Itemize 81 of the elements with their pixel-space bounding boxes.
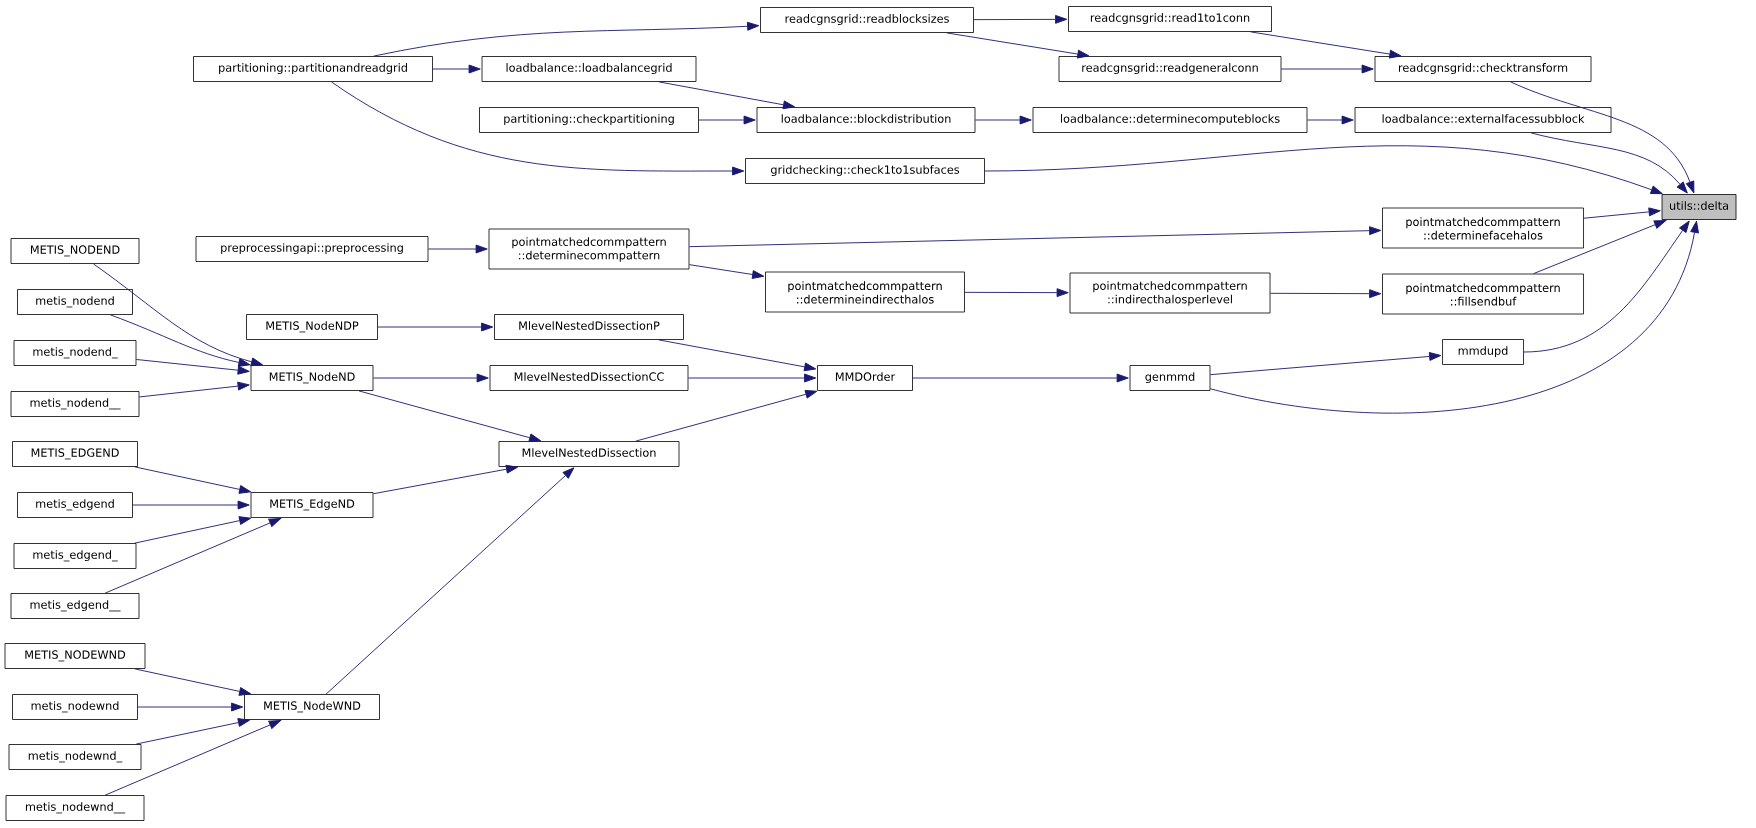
arrow: [688, 226, 1382, 248]
function-box: genmmd: [1129, 365, 1211, 391]
arrow: [427, 244, 488, 254]
arrow: [135, 359, 250, 375]
function-box: metis_nodend__: [10, 391, 140, 417]
arrow: [377, 322, 494, 332]
arrow: [1583, 207, 1661, 219]
arrow: [134, 516, 252, 544]
arrow: [964, 288, 1069, 298]
arrow: [137, 702, 244, 712]
arrow: [1250, 31, 1402, 59]
function-box: preprocessingapi::preprocessing: [195, 236, 429, 262]
arrow: [658, 339, 817, 372]
arrow: [110, 314, 251, 367]
arrow: [1209, 352, 1442, 376]
function-box: METIS_NodeNDP: [246, 314, 378, 340]
function-box: pointmatchedcommpattern ::determinefacehalos: [1382, 207, 1584, 249]
function-box: metis_nodewnd: [12, 694, 138, 720]
arrow: [134, 668, 252, 696]
function-box: pointmatchedcommpattern ::determinecommpattern: [488, 228, 690, 270]
function-box: MlevelNestedDissectionP: [494, 314, 684, 340]
function-box: pointmatchedcommpattern ::indirecthalosperlevel: [1069, 272, 1271, 314]
arrow: [974, 115, 1032, 125]
arrow: [635, 389, 818, 442]
function-box: pointmatchedcommpattern ::fillsendbuf: [1382, 273, 1584, 315]
arrow: [973, 14, 1068, 24]
function-box: METIS_NodeWND: [244, 694, 380, 720]
function-box: metis_edgend_: [13, 543, 137, 569]
function-box: metis_nodend_: [13, 340, 137, 366]
arrow: [1209, 220, 1699, 414]
function-box: loadbalance::determinecomputeblocks: [1032, 107, 1308, 133]
function-box: readcgnsgrid::read1to1conn: [1068, 6, 1272, 32]
arrow: [325, 467, 575, 695]
arrow: [132, 500, 250, 510]
function-box: MMDOrder: [817, 365, 913, 391]
function-box: MlevelNestedDissection: [498, 441, 680, 467]
arrow: [372, 373, 489, 383]
function-box: partitioning::partitionandreadgrid: [193, 56, 433, 82]
function-box: readcgnsgrid::readgeneralconn: [1058, 56, 1282, 82]
arrow: [1269, 289, 1382, 299]
arrow: [946, 32, 1090, 59]
function-box: readcgnsgrid::readblocksizes: [760, 7, 974, 33]
function-box: metis_nodewnd__: [5, 795, 145, 821]
function-box: partitioning::checkpartitioning: [479, 107, 699, 133]
arrow: [372, 464, 519, 495]
arrow: [135, 718, 250, 745]
arrow: [658, 81, 796, 110]
function-box: loadbalance::blockdistribution: [756, 107, 976, 133]
function-box: MlevelNestedDissectionCC: [489, 365, 689, 391]
arrow: [698, 115, 756, 125]
highlighted-function-box: utils::delta: [1661, 194, 1737, 220]
function-box: METIS_EDGEND: [12, 441, 138, 467]
function-box: METIS_EdgeND: [250, 492, 374, 518]
arrow: [687, 373, 817, 383]
arrow: [93, 263, 263, 367]
arrow: [138, 381, 250, 398]
function-box: METIS_NodeND: [250, 365, 374, 391]
function-box: readcgnsgrid::checktransform: [1374, 56, 1592, 82]
arrow: [1280, 64, 1374, 74]
arrow: [134, 466, 252, 494]
arrow: [912, 373, 1129, 383]
function-box: metis_nodend: [17, 289, 133, 315]
arrow: [358, 390, 542, 443]
function-box: loadbalance::loadbalancegrid: [481, 56, 697, 82]
arrow: [1530, 132, 1688, 194]
function-box: METIS_NODEWND: [4, 643, 146, 669]
arrow: [1523, 220, 1690, 353]
arrow: [330, 81, 745, 176]
function-box: gridchecking::check1to1subfaces: [745, 158, 985, 184]
function-box: metis_nodewnd_: [8, 744, 142, 770]
arrow: [373, 21, 760, 57]
arrow: [688, 264, 765, 279]
function-box: mmdupd: [1442, 339, 1524, 365]
function-box: metis_edgend__: [10, 593, 140, 619]
function-box: loadbalance::externalfacessubblock: [1354, 107, 1612, 133]
arrow: [432, 64, 481, 74]
function-box: metis_edgend: [17, 492, 133, 518]
arrow: [984, 145, 1663, 195]
arrow: [1306, 115, 1354, 125]
function-box: METIS_NODEND: [10, 238, 140, 264]
function-box: pointmatchedcommpattern ::determineindirecthalos: [765, 271, 965, 313]
